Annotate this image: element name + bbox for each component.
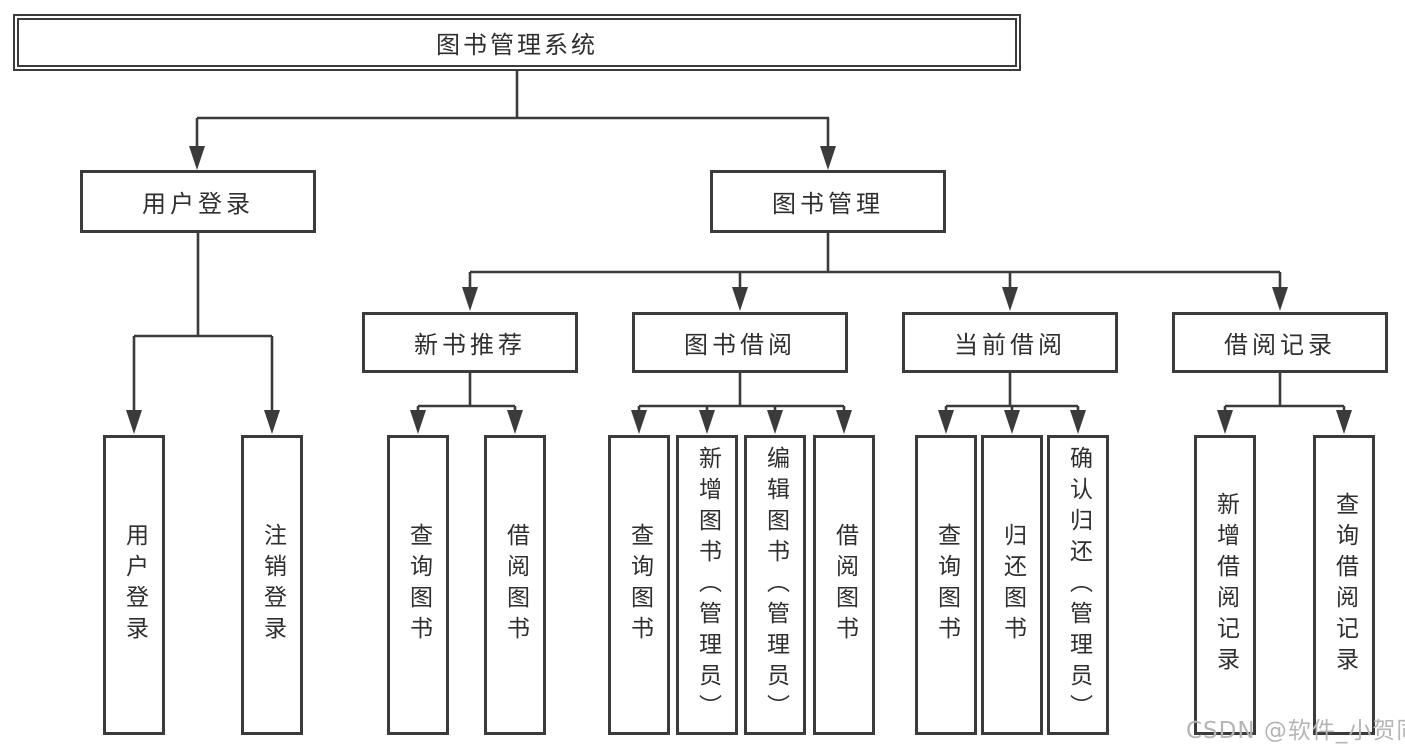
leaf-label: 新增图书（管理员） bbox=[694, 445, 721, 725]
leaf-add-borrow-record: 新增借阅记录 bbox=[1194, 435, 1256, 735]
connector-book-management-children bbox=[462, 233, 1288, 311]
connector-book-borrow-children bbox=[631, 373, 852, 434]
leaf-label: 新增借阅记录 bbox=[1212, 492, 1239, 678]
node-new-book-recommend: 新书推荐 bbox=[362, 312, 578, 373]
leaf-label: 借阅图书 bbox=[502, 523, 529, 647]
leaf-label: 编辑图书（管理员） bbox=[762, 445, 789, 725]
arrow-down-icon bbox=[1272, 287, 1288, 311]
leaf-label: 查询图书 bbox=[933, 523, 960, 647]
leaf-confirm-return-admin: 确认归还（管理员） bbox=[1047, 435, 1109, 735]
leaf-query-books-recommend: 查询图书 bbox=[387, 435, 449, 735]
node-current-borrow: 当前借阅 bbox=[902, 312, 1118, 373]
connector-current-borrow-children bbox=[938, 373, 1086, 434]
leaf-add-book-admin: 新增图书（管理员） bbox=[676, 435, 738, 735]
arrow-down-icon bbox=[462, 287, 478, 311]
arrow-down-icon bbox=[767, 410, 783, 434]
node-book-management: 图书管理 bbox=[710, 170, 946, 233]
node-library-management-system: 图书管理系统 bbox=[13, 14, 1021, 71]
leaf-label: 借阅图书 bbox=[831, 523, 858, 647]
leaf-edit-book-admin: 编辑图书（管理员） bbox=[744, 435, 806, 735]
arrow-down-icon bbox=[1336, 410, 1352, 434]
arrow-down-icon bbox=[1217, 410, 1233, 434]
leaf-label: 注销登录 bbox=[259, 523, 286, 647]
leaf-logout: 注销登录 bbox=[241, 435, 303, 735]
leaf-label: 查询借阅记录 bbox=[1331, 492, 1358, 678]
arrow-down-icon bbox=[699, 410, 715, 434]
arrow-down-icon bbox=[732, 287, 748, 311]
leaf-user-login: 用户登录 bbox=[103, 435, 165, 735]
arrow-down-icon bbox=[189, 146, 205, 170]
leaf-label: 用户登录 bbox=[121, 523, 148, 647]
leaf-borrow-books: 借阅图书 bbox=[813, 435, 875, 735]
connector-borrow-records-children bbox=[1217, 373, 1352, 434]
node-borrow-records: 借阅记录 bbox=[1172, 312, 1388, 373]
leaf-label: 查询图书 bbox=[405, 523, 432, 647]
leaf-query-borrow-record: 查询借阅记录 bbox=[1313, 435, 1375, 735]
arrow-down-icon bbox=[264, 410, 280, 434]
arrow-down-icon bbox=[1004, 410, 1020, 434]
leaf-query-books-current: 查询图书 bbox=[915, 435, 977, 735]
arrow-down-icon bbox=[820, 146, 836, 170]
arrow-down-icon bbox=[126, 410, 142, 434]
arrow-down-icon bbox=[410, 410, 426, 434]
leaf-return-book: 归还图书 bbox=[981, 435, 1043, 735]
connector-new-book-recommend-children bbox=[410, 373, 523, 434]
arrow-down-icon bbox=[836, 410, 852, 434]
arrow-down-icon bbox=[507, 410, 523, 434]
node-book-borrow: 图书借阅 bbox=[632, 312, 848, 373]
connector-root-to-level2 bbox=[189, 71, 836, 170]
node-user-login: 用户登录 bbox=[80, 170, 316, 233]
leaf-label: 确认归还（管理员） bbox=[1065, 445, 1092, 725]
arrow-down-icon bbox=[1070, 410, 1086, 434]
connector-user-login-children bbox=[126, 233, 280, 434]
arrow-down-icon bbox=[938, 410, 954, 434]
arrow-down-icon bbox=[1002, 287, 1018, 311]
arrow-down-icon bbox=[631, 410, 647, 434]
leaf-query-books-borrow: 查询图书 bbox=[608, 435, 670, 735]
leaf-borrow-books-recommend: 借阅图书 bbox=[484, 435, 546, 735]
watermark: CSDN @软件_小贺同学 bbox=[1186, 718, 1405, 744]
leaf-label: 归还图书 bbox=[999, 523, 1026, 647]
leaf-label: 查询图书 bbox=[626, 523, 653, 647]
